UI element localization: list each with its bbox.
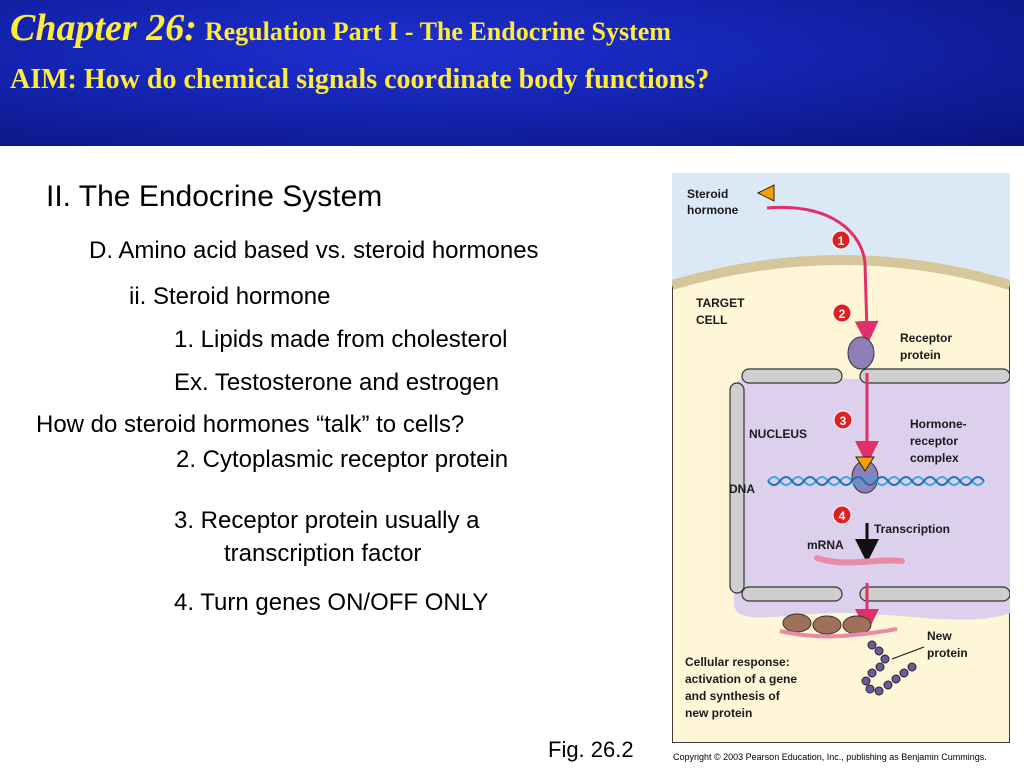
label-response-3: and synthesis of: [685, 689, 781, 703]
label-response-1: Cellular response:: [685, 655, 790, 669]
label-mrna: mRNA: [807, 538, 844, 552]
label-new-protein: protein: [927, 646, 968, 660]
label-new: New: [927, 629, 952, 643]
nuclear-envelope: [729, 368, 1010, 602]
steroid-hormone-icon: [756, 184, 775, 202]
label-nucleus: NUCLEUS: [749, 427, 807, 441]
chapter-title: Regulation Part I - The Endocrine System: [204, 17, 671, 46]
outline-item-3-line-1: 3. Receptor protein usually a: [174, 507, 480, 534]
new-protein-leader: [891, 646, 925, 660]
figure-caption: Fig. 26.2: [548, 737, 634, 762]
subpoint-heading: ii. Steroid hormone: [129, 283, 331, 310]
nucleus-body: [734, 372, 1010, 620]
outline-item-4: 4. Turn genes ON/OFF ONLY: [174, 589, 489, 616]
label-response-2: activation of a gene: [685, 672, 797, 686]
outline-example: Ex. Testosterone and estrogen: [174, 369, 500, 396]
label-receptor: Receptor: [900, 331, 952, 345]
outline-item-3-line-2: transcription factor: [224, 540, 422, 567]
copyright-notice: Copyright © 2003 Pearson Education, Inc.…: [673, 752, 987, 762]
outline-item-2: 2. Cytoplasmic receptor protein: [176, 446, 509, 473]
outline-question: How do steroid hormones “talk” to cells?: [36, 411, 465, 438]
slide-title: Chapter 26: Regulation Part I - The Endo…: [10, 6, 671, 50]
hormone-path-arrow: [766, 205, 879, 345]
label-receptor-2: receptor: [910, 434, 958, 448]
label-target: TARGET: [696, 296, 745, 310]
section-heading: II. The Endocrine System: [46, 180, 383, 213]
label-response-4: new protein: [685, 706, 752, 720]
bound-hormone-icon: [855, 456, 875, 472]
chapter-label: Chapter 26:: [10, 7, 197, 49]
label-complex: complex: [910, 451, 959, 465]
aim-statement: AIM: How do chemical signals coordinate …: [10, 64, 710, 95]
slide-header: Chapter 26: Regulation Part I - The Endo…: [0, 0, 1024, 146]
subsection-heading: D. Amino acid based vs. steroid hormones: [89, 237, 539, 264]
new-protein-chain: [861, 640, 917, 696]
step-2-number: 2: [839, 307, 846, 321]
extracellular-fluid: [672, 173, 1010, 285]
steroid-hormone-figure: 1 2 3 4 Steroid hormone TARGET CELL Rece…: [672, 173, 1010, 743]
label-dna: DNA: [729, 482, 755, 496]
step-1-number: 1: [838, 234, 845, 248]
step-4-number: 4: [839, 509, 846, 523]
label-protein: protein: [900, 348, 941, 362]
label-cell: CELL: [696, 313, 727, 327]
mrna-strand: [814, 555, 905, 566]
label-hormone: hormone: [687, 203, 739, 217]
outline-item-1: 1. Lipids made from cholesterol: [174, 326, 508, 353]
receptor-protein-shape: [847, 336, 875, 370]
dna-strand-b: [767, 476, 985, 486]
label-steroid: Steroid: [687, 187, 728, 201]
label-hormone-dash: Hormone-: [910, 417, 967, 431]
ribosome-cluster: [779, 613, 898, 639]
plasma-membrane: [672, 255, 1010, 290]
step-markers: 1 2 3 4: [831, 230, 853, 525]
step-3-number: 3: [840, 414, 847, 428]
label-transcription: Transcription: [874, 522, 950, 536]
